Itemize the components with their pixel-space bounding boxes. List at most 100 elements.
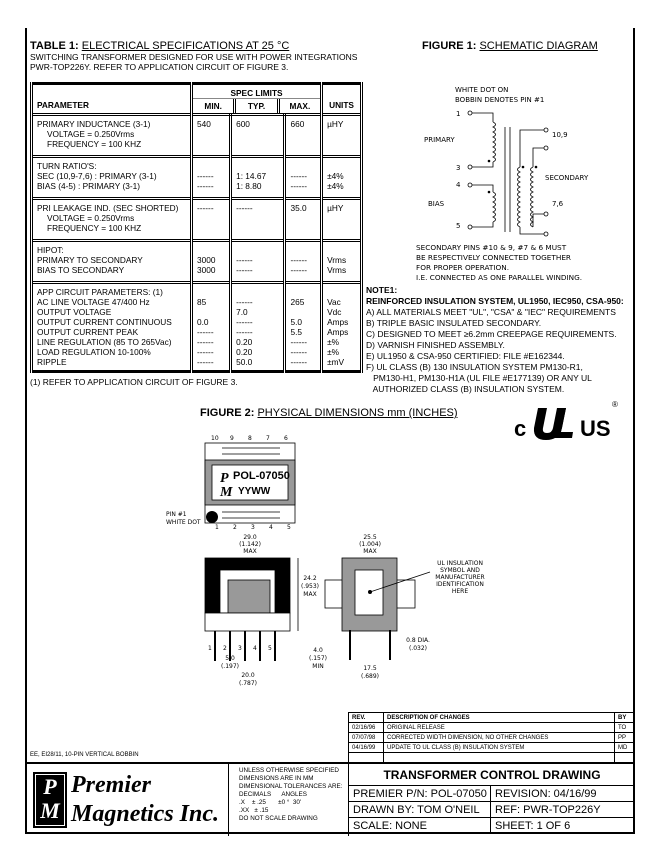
pin-5-label: 5 [456, 222, 460, 230]
pin-label: 2 [223, 645, 227, 652]
primary-label: PRIMARY [424, 136, 455, 144]
pin-7-6-label: 7,6 [552, 200, 564, 208]
figure1-title: FIGURE 1: SCHEMATIC DIAGRAM [422, 40, 598, 52]
note-item: C) DESIGNED TO MEET ≥6.2mm CREEPAGE REQU… [366, 329, 617, 339]
pin-label: 3 [238, 645, 242, 652]
ul-note: HERE [452, 588, 468, 595]
cell-typ: ------ [229, 197, 287, 241]
cell-line: ------ [290, 337, 308, 347]
table-row: PRIMARY INDUCTANCE (3-1)VOLTAGE = 0.250V… [30, 113, 363, 157]
header-typ: TYP. [236, 99, 280, 113]
cell-line [197, 245, 225, 255]
pm-logo-icon: M [219, 485, 233, 500]
cell-line: RIPPLE [37, 357, 67, 367]
dim-pin-dia: (.032) [409, 645, 427, 652]
polarity-dots [487, 159, 538, 194]
cell-line: VOLTAGE = 0.250Vrms [47, 213, 135, 223]
revision-cell [348, 752, 384, 763]
cell-line: 600 [236, 119, 250, 129]
cell-line: 1: 14.67 [236, 171, 267, 181]
revision-cell: BY [614, 712, 635, 723]
cell-line: ±4% [327, 181, 344, 191]
table-footnote: (1) REFER TO APPLICATION CIRCUIT OF FIGU… [30, 377, 238, 387]
cell-line: ------ [197, 337, 214, 347]
ul-label-location [368, 590, 372, 594]
cell-line [197, 161, 225, 171]
pin-10-9-label: 10,9 [552, 131, 568, 139]
pm-logo-icon: P [220, 471, 229, 486]
date-code: YYWW [238, 486, 271, 497]
cell-line: µHY [327, 203, 344, 213]
pin-label: 4 [269, 524, 273, 531]
ul-logo-icon [533, 408, 573, 440]
note-line: FOR PROPER OPERATION. [416, 263, 510, 272]
cell-line [327, 161, 356, 171]
revision: REVISION: 04/16/99 [495, 788, 597, 800]
dim-width: (1.142) [239, 541, 261, 548]
cell-line [290, 161, 316, 171]
cell-line: ------ [290, 171, 308, 181]
cell-line: Vac [327, 297, 341, 307]
cell-line [290, 287, 316, 297]
ul-mark-us: US [580, 416, 611, 441]
figure2-title-label: FIGURE 2: [200, 407, 255, 419]
revision-cell: REV. [348, 712, 384, 723]
cell-line [197, 129, 225, 139]
cell-line [327, 213, 356, 223]
cell-param: APP CIRCUIT PARAMETERS: (1)AC LINE VOLTA… [30, 281, 193, 372]
cell-line [236, 139, 279, 149]
cell-units: µHY [320, 113, 363, 157]
cell-line: ------ [290, 347, 308, 357]
table1-subtitle: PWR-TOP226Y. REFER TO APPLICATION CIRCUI… [30, 62, 289, 72]
registered-mark: ® [612, 400, 618, 409]
cell-units: µHY [320, 197, 363, 241]
cell-line: ------ [197, 181, 214, 191]
sheet: SHEET: 1 OF 6 [495, 820, 571, 832]
cell-max: ------------ [283, 239, 324, 283]
cell-line: ------ [197, 327, 214, 337]
dim-height: (.953) [301, 583, 319, 590]
dim-span: (.787) [239, 680, 257, 687]
cell-line: 660 [290, 119, 305, 129]
drawn-by: DRAWN BY: TOM O'NEIL [349, 802, 491, 817]
cell-line: ------ [290, 255, 308, 265]
cell-line: PRIMARY INDUCTANCE (3-1) [37, 119, 151, 129]
cell-line [290, 139, 316, 149]
note-item: A) ALL MATERIALS MEET "UL", "CSA" & "IEC… [366, 307, 616, 317]
cell-line: Vrms [327, 265, 347, 275]
cell-line: TURN RATIO'S: [37, 161, 97, 171]
pin-label: 5 [268, 645, 272, 652]
dim-width: MAX [243, 548, 256, 555]
revision-cell [383, 752, 615, 763]
table1-subtitle: SWITCHING TRANSFORMER DESIGNED FOR USE W… [30, 52, 358, 62]
cell-line [236, 129, 279, 139]
electrical-spec-table: PARAMETER SPEC LIMITS MIN.TYP.MAX. UNITS… [30, 82, 363, 373]
pin1-note: WHITE DOT [166, 519, 201, 526]
drawing-title: TRANSFORMER CONTROL DRAWING [349, 764, 635, 786]
cell-line: ------ [197, 357, 214, 367]
physical-dimensions-drawing: P M POL-07050 YYWW PIN #1 WHITE DOT 29.0… [166, 435, 485, 687]
cell-line [290, 129, 316, 139]
cell-line: ------ [197, 203, 214, 213]
cell-line [197, 307, 225, 317]
dim-height: 24.2 [303, 575, 317, 582]
company-name-line: Magnetics Inc. [71, 801, 220, 827]
tolerance-line: DIMENSIONS ARE IN MM [239, 775, 314, 782]
table1-title: TABLE 1: [30, 40, 79, 52]
cell-min: 85 0.0------------------------ [189, 281, 233, 372]
cell-line [327, 223, 356, 233]
revision-cell: DESCRIPTION OF CHANGES [383, 712, 615, 723]
cell-line: Vrms [327, 255, 347, 265]
cell-line: SEC (10,9-7,6) : PRIMARY (3-1) [37, 171, 157, 181]
ul-note: SYMBOL AND [440, 567, 480, 574]
cell-line: 0.20 [236, 347, 253, 357]
cell-line [197, 139, 225, 149]
drawing-frame [25, 28, 635, 834]
pin-label: 4 [253, 645, 257, 652]
